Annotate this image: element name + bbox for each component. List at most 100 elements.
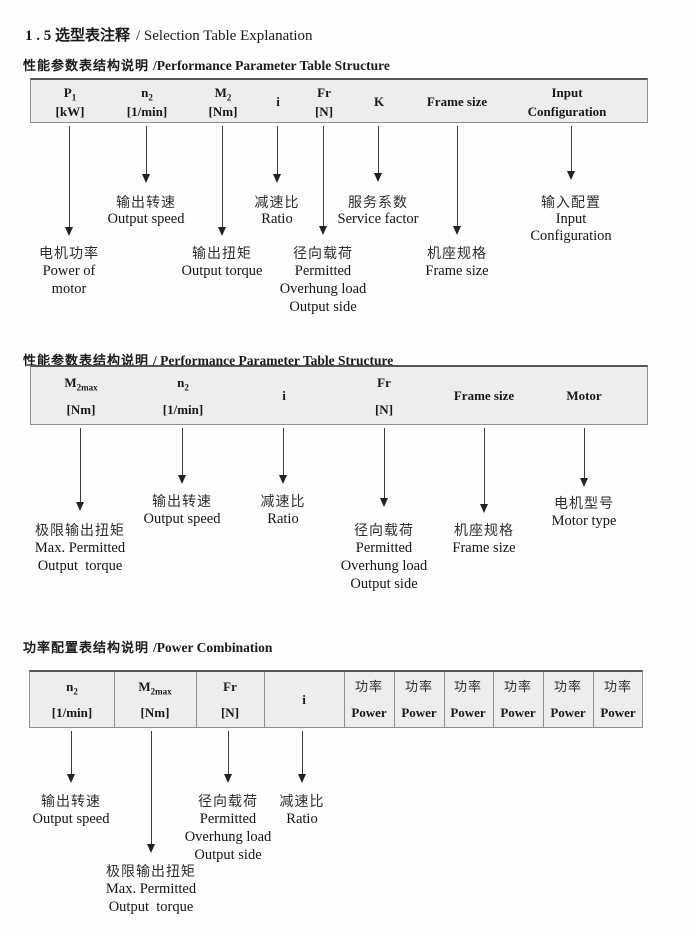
col-fr-unit: [N] xyxy=(314,104,334,119)
label-output-speed-cn: 输出转速 xyxy=(116,194,176,210)
col-m2max: M2max xyxy=(138,679,172,697)
col-n2: n2 xyxy=(141,85,153,103)
col-power-en: Power xyxy=(401,705,437,720)
col-motor: Motor xyxy=(566,388,602,403)
arrow-line-i xyxy=(302,731,303,774)
section2-table-header: M2max [Nm] n2 [1/min] i Fr [N] Frame siz… xyxy=(30,365,648,425)
col-fr-unit: [N] xyxy=(220,705,240,720)
arrowhead-m2max xyxy=(76,502,84,511)
col-power-cn: 功率 xyxy=(453,679,483,694)
col-n2-unit: [1/min] xyxy=(51,705,93,720)
arrowhead-fr xyxy=(319,226,327,235)
col-i: i xyxy=(282,388,286,403)
label-overhung-en2: Overhung load xyxy=(279,281,367,297)
label-overhung-en1: Permitted xyxy=(199,811,257,827)
arrow-line-frame-size xyxy=(457,126,458,226)
arrow-line-fr xyxy=(384,428,385,498)
label-output-torque-cn: 输出扭矩 xyxy=(192,245,252,261)
label-ratio-en: Ratio xyxy=(286,811,318,827)
col-power-cn: 功率 xyxy=(603,679,633,694)
col-power-en: Power xyxy=(550,705,586,720)
section1-heading-en: /Performance Parameter Table Structure xyxy=(153,58,390,73)
section2-heading-en: / Performance Parameter Table Structure xyxy=(153,353,394,368)
section1-heading: 性能参数表结构说明/Performance Parameter Table St… xyxy=(10,39,390,90)
label-frame-size-en: Frame size xyxy=(425,263,489,279)
col-n2: n2 xyxy=(66,679,78,697)
label-overhung-en3: Output side xyxy=(289,299,357,315)
col-fr: Fr xyxy=(223,679,237,694)
arrowhead-n2 xyxy=(142,174,150,183)
column-divider xyxy=(493,672,494,727)
label-motor-power-en2: motor xyxy=(51,281,87,297)
arrowhead-frame-size xyxy=(453,226,461,235)
col-n2: n2 xyxy=(177,375,189,393)
label-overhung-cn: 径向载荷 xyxy=(354,522,414,538)
label-ratio-en: Ratio xyxy=(261,211,293,227)
section2-heading: 性能参数表结构说明/ Performance Parameter Table S… xyxy=(10,334,393,385)
page-title-en: / Selection Table Explanation xyxy=(136,28,313,44)
section1-table-header: P1 [kW] n2 [1/min] M2 [Nm] i Fr [N] K Fr… xyxy=(30,78,648,123)
column-divider xyxy=(196,672,197,727)
arrow-line-frame-size xyxy=(484,428,485,504)
label-overhung-en2: Overhung load xyxy=(340,558,428,574)
arrowhead-input xyxy=(567,171,575,180)
arrow-line-m2max xyxy=(151,731,152,844)
arrowhead-frame-size xyxy=(480,504,488,513)
col-fr: Fr xyxy=(317,85,331,100)
section3-heading-cn: 功率配置表结构说明 xyxy=(23,640,150,655)
section1-heading-cn: 性能参数表结构说明 xyxy=(23,58,150,73)
label-overhung-en2: Overhung load xyxy=(184,829,272,845)
col-power-en: Power xyxy=(500,705,536,720)
col-k: K xyxy=(373,94,385,109)
label-input-config-en1: Input xyxy=(555,211,587,227)
label-output-torque-en: Output torque xyxy=(181,263,263,279)
col-n2-unit: [1/min] xyxy=(126,104,168,119)
label-max-torque-cn: 极限输出扭矩 xyxy=(35,522,125,538)
arrow-line-n2 xyxy=(71,731,72,774)
column-divider xyxy=(394,672,395,727)
col-power-en: Power xyxy=(351,705,387,720)
label-ratio-cn: 减速比 xyxy=(279,793,325,809)
label-max-torque-en2: Output torque xyxy=(108,899,194,915)
label-input-config-cn: 输入配置 xyxy=(541,194,601,210)
label-max-torque-en1: Max. Permitted xyxy=(105,881,197,897)
col-power-en: Power xyxy=(450,705,486,720)
label-motor-type-cn: 电机型号 xyxy=(554,495,614,511)
arrow-line-fr xyxy=(228,731,229,774)
arrowhead-motor xyxy=(580,478,588,487)
arrowhead-n2 xyxy=(67,774,75,783)
label-motor-power-en1: Power of xyxy=(42,263,96,279)
arrowhead-i xyxy=(273,174,281,183)
label-overhung-en1: Permitted xyxy=(355,540,413,556)
col-input-line1: Input xyxy=(551,85,583,100)
label-max-torque-en2: Output torque xyxy=(37,558,123,574)
column-divider xyxy=(344,672,345,727)
label-overhung-cn: 径向载荷 xyxy=(198,793,258,809)
col-power-cn: 功率 xyxy=(503,679,533,694)
label-max-torque-en1: Max. Permitted xyxy=(34,540,126,556)
arrow-line-i xyxy=(283,428,284,475)
section3-heading: 功率配置表结构说明/Power Combination xyxy=(10,621,272,672)
arrow-line-m2 xyxy=(222,126,223,227)
label-overhung-cn: 径向载荷 xyxy=(293,245,353,261)
col-p1-unit: [kW] xyxy=(55,104,85,119)
arrow-line-m2max xyxy=(80,428,81,502)
column-divider xyxy=(444,672,445,727)
label-ratio-cn: 减速比 xyxy=(260,493,306,509)
arrow-line-k xyxy=(378,126,379,173)
arrow-line-i xyxy=(277,126,278,174)
arrowhead-i xyxy=(298,774,306,783)
col-i: i xyxy=(276,94,280,109)
label-output-speed-en: Output speed xyxy=(143,511,221,527)
label-service-factor-en: Service factor xyxy=(337,211,419,227)
label-frame-size-cn: 机座规格 xyxy=(427,245,487,261)
column-divider xyxy=(543,672,544,727)
page-title: 1 . 5 选型表注释/ Selection Table Explanation xyxy=(10,7,313,62)
label-motor-power-cn: 电机功率 xyxy=(39,245,99,261)
label-motor-type-en: Motor type xyxy=(551,513,617,529)
col-power-cn: 功率 xyxy=(404,679,434,694)
col-m2max: M2max xyxy=(64,375,98,393)
col-power-cn: 功率 xyxy=(553,679,583,694)
col-input-line2: Configuration xyxy=(527,104,607,119)
col-p1: P1 xyxy=(63,85,77,103)
